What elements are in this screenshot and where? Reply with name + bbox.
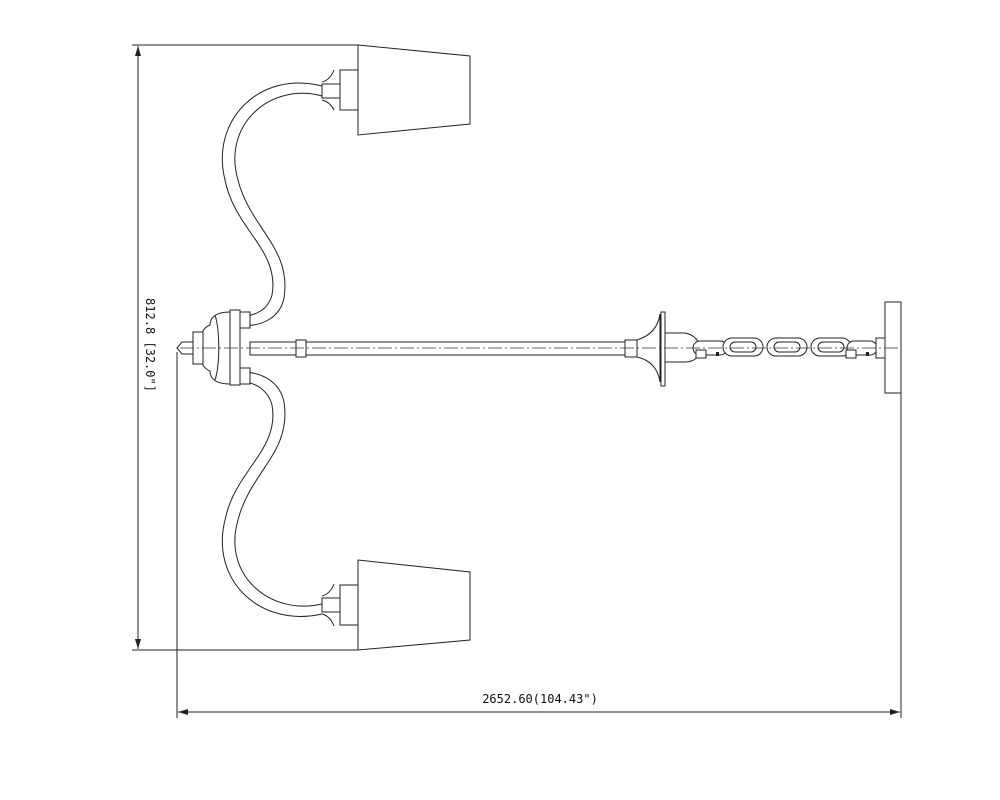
height-dimension-label: 812.8 [32.0"] [143, 298, 157, 392]
center-rod [249, 311, 701, 387]
bottom-shade [357, 559, 471, 651]
ceiling-canopy [884, 301, 902, 394]
top-arm [221, 44, 471, 327]
width-dimension [176, 352, 902, 718]
width-dimension-label: 2652.60(104.43") [482, 692, 598, 706]
center-hub [176, 309, 251, 386]
height-dimension [132, 44, 358, 651]
top-shade [357, 44, 471, 136]
bottom-arm [221, 371, 471, 651]
